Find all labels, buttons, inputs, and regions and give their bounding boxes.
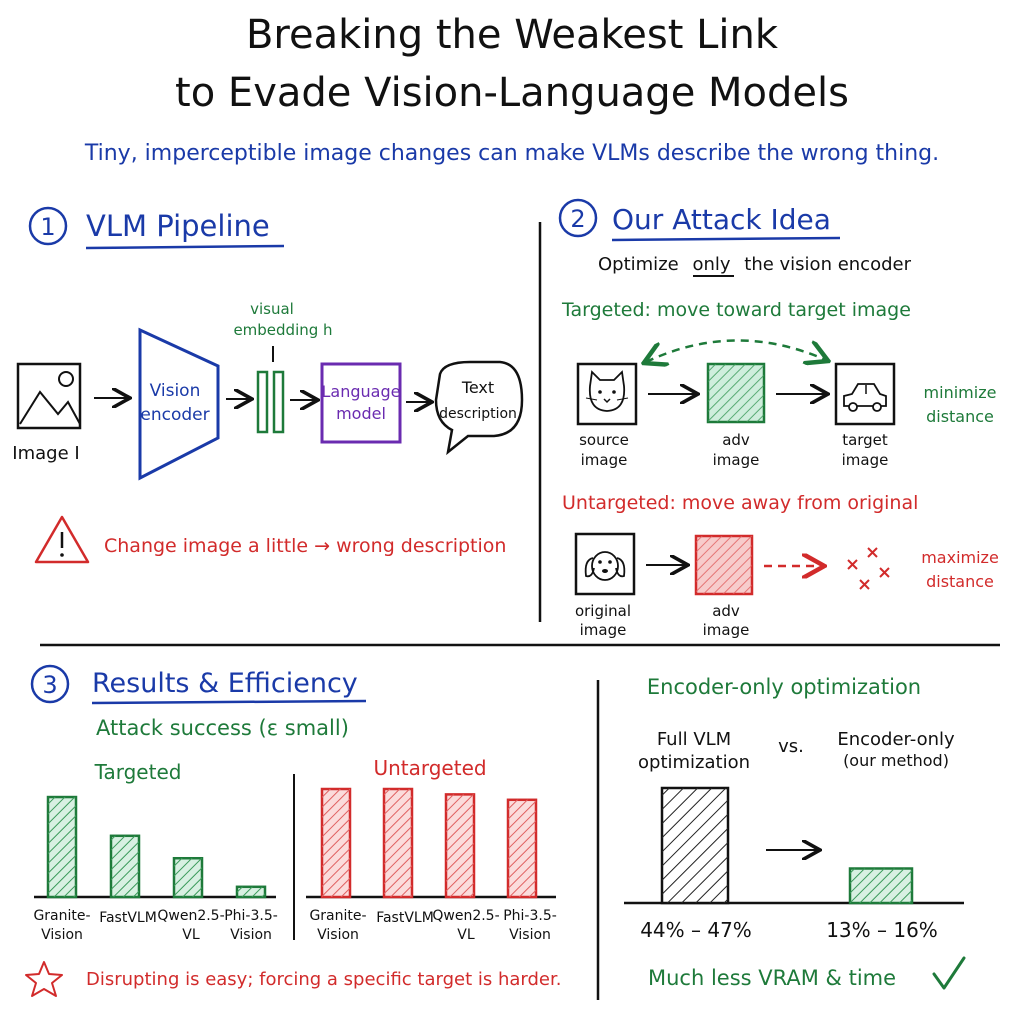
section-1-underline [85, 244, 285, 250]
lm-label-1: Language [322, 382, 401, 401]
tick-phi: Phi-3.5-Vision [224, 908, 278, 943]
warning-text: Change image a little → wrong descriptio… [104, 535, 506, 557]
targeted-dashed-arrow [646, 339, 826, 362]
section-3-number: 3 [42, 671, 57, 699]
full-label-2: optimization [638, 752, 750, 773]
section-2-underline [611, 236, 841, 242]
full-value-label: 44% – 47% [640, 918, 752, 942]
section-2-title: Our Attack Idea [612, 203, 831, 236]
efficiency-bar-1-hatch [662, 788, 728, 903]
optimize-pre: Optimize [598, 254, 679, 275]
image-label: Image I [12, 443, 79, 464]
scatter-x-marks [847, 547, 890, 590]
targeted-chart: Targeted Granite-Vision FastVLM Qwen2.5-… [33, 760, 277, 943]
subtitle: Tiny, imperceptible image changes can ma… [84, 141, 939, 166]
text-label-2: description [439, 406, 517, 422]
adv-red-label-1: adv [712, 602, 740, 620]
section-2-badge [558, 198, 598, 238]
optimize-only: only [692, 254, 730, 275]
full-label-1: Full VLM [657, 729, 731, 750]
targeted-bar-hatch-3 [174, 858, 202, 897]
adv-image-red [694, 534, 754, 596]
footer-text: Much less VRAM & time [648, 966, 896, 990]
note-text: Disrupting is easy; forcing a specific t… [86, 969, 561, 990]
maximize-label-2: distance [926, 572, 994, 591]
optimize-post: the vision encoder [744, 254, 911, 275]
embedding-label-2: embedding h [233, 321, 332, 339]
title-line-2: to Evade Vision-Language Models [175, 70, 849, 116]
section-1-title: VLM Pipeline [86, 209, 270, 243]
untargeted-bar-hatch-3 [446, 794, 474, 897]
adv-red-label-2: image [703, 621, 750, 639]
untargeted-heading: Untargeted: move away from original [562, 492, 918, 514]
tick-granite: Granite-Vision [33, 908, 90, 943]
efficiency-chart: Encoder-only optimization Full VLM optim… [624, 675, 964, 942]
targeted-heading: Targeted: move toward target image [561, 299, 911, 321]
checkmark-icon [932, 956, 966, 990]
optimize-line: Optimize only the vision encoder [598, 254, 912, 275]
tick-fastvlm: FastVLM [99, 910, 157, 926]
target-label-2: image [842, 451, 889, 469]
language-model-block [320, 362, 402, 444]
tick-fastvlm-2: FastVLM [376, 910, 434, 926]
title-line-1: Breaking the Weakest Link [246, 12, 779, 58]
dog-icon [574, 532, 636, 596]
attack-success-label: Attack success (ε small) [96, 716, 349, 740]
section-3-title: Results & Efficiency [92, 668, 358, 699]
original-label-2: image [580, 621, 627, 639]
encoder-only-label-2: (our method) [843, 751, 949, 770]
untargeted-tick-labels: Granite-Vision FastVLM Qwen2.5-VL Phi-3.… [309, 908, 556, 943]
untargeted-chart: Untargeted Granite-Vision FastVLM Qwen2.… [306, 756, 557, 943]
adv-label-1: adv [722, 431, 750, 449]
embedding-label-1: visual [250, 300, 294, 318]
targeted-chart-title: Targeted [94, 760, 182, 784]
encoder-label-2: encoder [140, 405, 209, 425]
tick-phi-2: Phi-3.5-Vision [503, 908, 557, 943]
source-label-2: image [581, 451, 628, 469]
source-label-1: source [579, 431, 629, 449]
tick-qwen: Qwen2.5-VL [157, 908, 224, 943]
minimize-label-2: distance [926, 407, 994, 426]
text-label-1: Text [461, 378, 494, 397]
section-3-underline [91, 699, 367, 705]
untargeted-bar-hatch-2 [384, 789, 412, 897]
targeted-bar-hatch-4 [237, 886, 265, 897]
efficiency-title: Encoder-only optimization [647, 675, 921, 699]
vs-label: vs. [778, 736, 804, 757]
warning-icon [34, 515, 90, 564]
minimize-label-1: minimize [924, 383, 997, 402]
encoder-only-label-1: Encoder-only [837, 729, 955, 750]
section-2-number: 2 [570, 205, 585, 233]
tick-granite-2: Granite-Vision [309, 908, 366, 943]
cat-icon [576, 362, 638, 426]
tick-qwen-2: Qwen2.5-VL [432, 908, 499, 943]
targeted-bar-hatch-1 [48, 797, 76, 897]
car-icon [834, 362, 896, 426]
untargeted-chart-title: Untargeted [373, 756, 486, 780]
adv-image-green [706, 362, 766, 424]
untargeted-bar-hatch-4 [508, 799, 536, 897]
encoder-label-1: Vision [150, 381, 201, 401]
embedding-bar-2 [272, 370, 285, 434]
original-label-1: original [575, 602, 631, 620]
target-label-1: target [842, 431, 888, 449]
section-1-badge [28, 206, 68, 246]
lm-label-2: model [336, 404, 386, 423]
vision-encoder-block [138, 327, 220, 481]
adv-label-2: image [713, 451, 760, 469]
embedding-bar-1 [256, 370, 269, 434]
star-icon [25, 961, 63, 997]
image-icon [16, 362, 82, 430]
section-3-badge [30, 664, 70, 704]
maximize-label-1: maximize [921, 548, 999, 567]
encoder-value-label: 13% – 16% [826, 918, 938, 942]
section-1-number: 1 [40, 213, 55, 241]
text-description-bubble [434, 360, 524, 456]
targeted-tick-labels: Granite-Vision FastVLM Qwen2.5-VL Phi-3.… [33, 908, 277, 943]
untargeted-bar-hatch-1 [322, 789, 350, 897]
efficiency-bar-2-hatch [850, 868, 912, 903]
targeted-bar-hatch-2 [111, 835, 139, 897]
